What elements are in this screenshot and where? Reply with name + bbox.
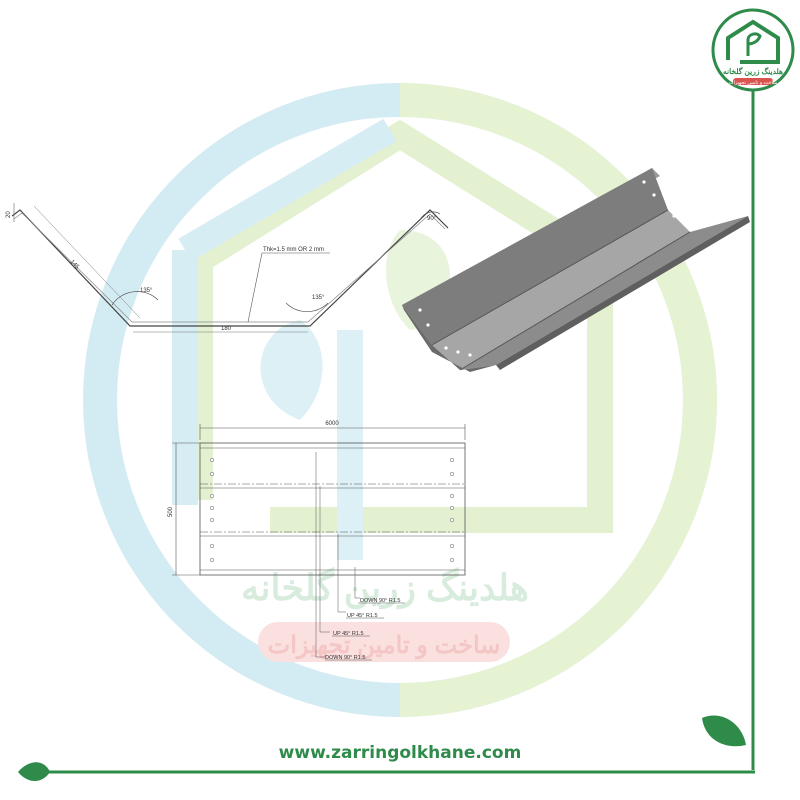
profile-drawing: 20 145 135° 135° 180 90° Thk=1.5 mm OR 2… [6, 203, 449, 333]
side-length-label: 145 [69, 259, 81, 271]
website-url[interactable]: www.zarringolkhane.com [278, 743, 522, 763]
plan-sheet-outline [199, 442, 466, 576]
tray-front-flange [496, 216, 750, 370]
green-frame [18, 85, 755, 781]
plan-length-label: 6000 [325, 421, 339, 427]
plan-width-label: 500 [168, 506, 174, 517]
tray-right-wall [460, 216, 748, 370]
tray-bottom [432, 210, 690, 370]
bend-note-3: UP 45° R1.5 [333, 631, 364, 637]
logo-leaf-icon [746, 32, 762, 56]
tray-left-wall [402, 168, 668, 345]
bend-note-1: DOWN 90° R1.5 [360, 598, 400, 604]
bend-note-2: UP 45° R1.5 [347, 613, 378, 619]
logo-house-icon [726, 19, 780, 64]
thickness-note: Thk=1.5 mm OR 2 mm [263, 247, 324, 253]
top-angle-label: 90° [427, 216, 437, 222]
watermark-subtitle: ساخت و تامین تجهیزات [268, 632, 501, 660]
plan-drawing: 6000 500 DOWN 90° R1.5 UP 45° R1.5 [168, 421, 466, 661]
tray-3d-render [402, 168, 750, 372]
bend-angle-right-label: 135° [312, 295, 325, 301]
logo: هلدینگ زرین گلخانه ساخت و تامین تجهیزات [711, 8, 795, 92]
watermark-leaf-left-icon [260, 320, 323, 420]
watermark-house-icon [187, 119, 613, 533]
watermark: هلدینگ زرین گلخانه ساخت و تامین تجهیزات [83, 83, 717, 717]
bend-note-4: DOWN 90° R1.5 [325, 655, 365, 661]
flange-length-label: 20 [6, 211, 12, 218]
bend-angle-left-label: 135° [140, 288, 153, 294]
logo-title: هلدینگ زرین گلخانه [723, 66, 783, 77]
watermark-house-inner [172, 118, 397, 505]
watermark-title: هلدینگ زرین گلخانه [241, 566, 529, 610]
leaf-bottom-right-icon [702, 715, 746, 747]
profile-outline [11, 209, 449, 327]
leaf-bottom-left-icon [18, 762, 50, 781]
watermark-ring-right [399, 83, 717, 717]
logo-subtitle: ساخت و تامین تجهیزات [729, 80, 778, 86]
bottom-width-label: 180 [221, 326, 232, 332]
